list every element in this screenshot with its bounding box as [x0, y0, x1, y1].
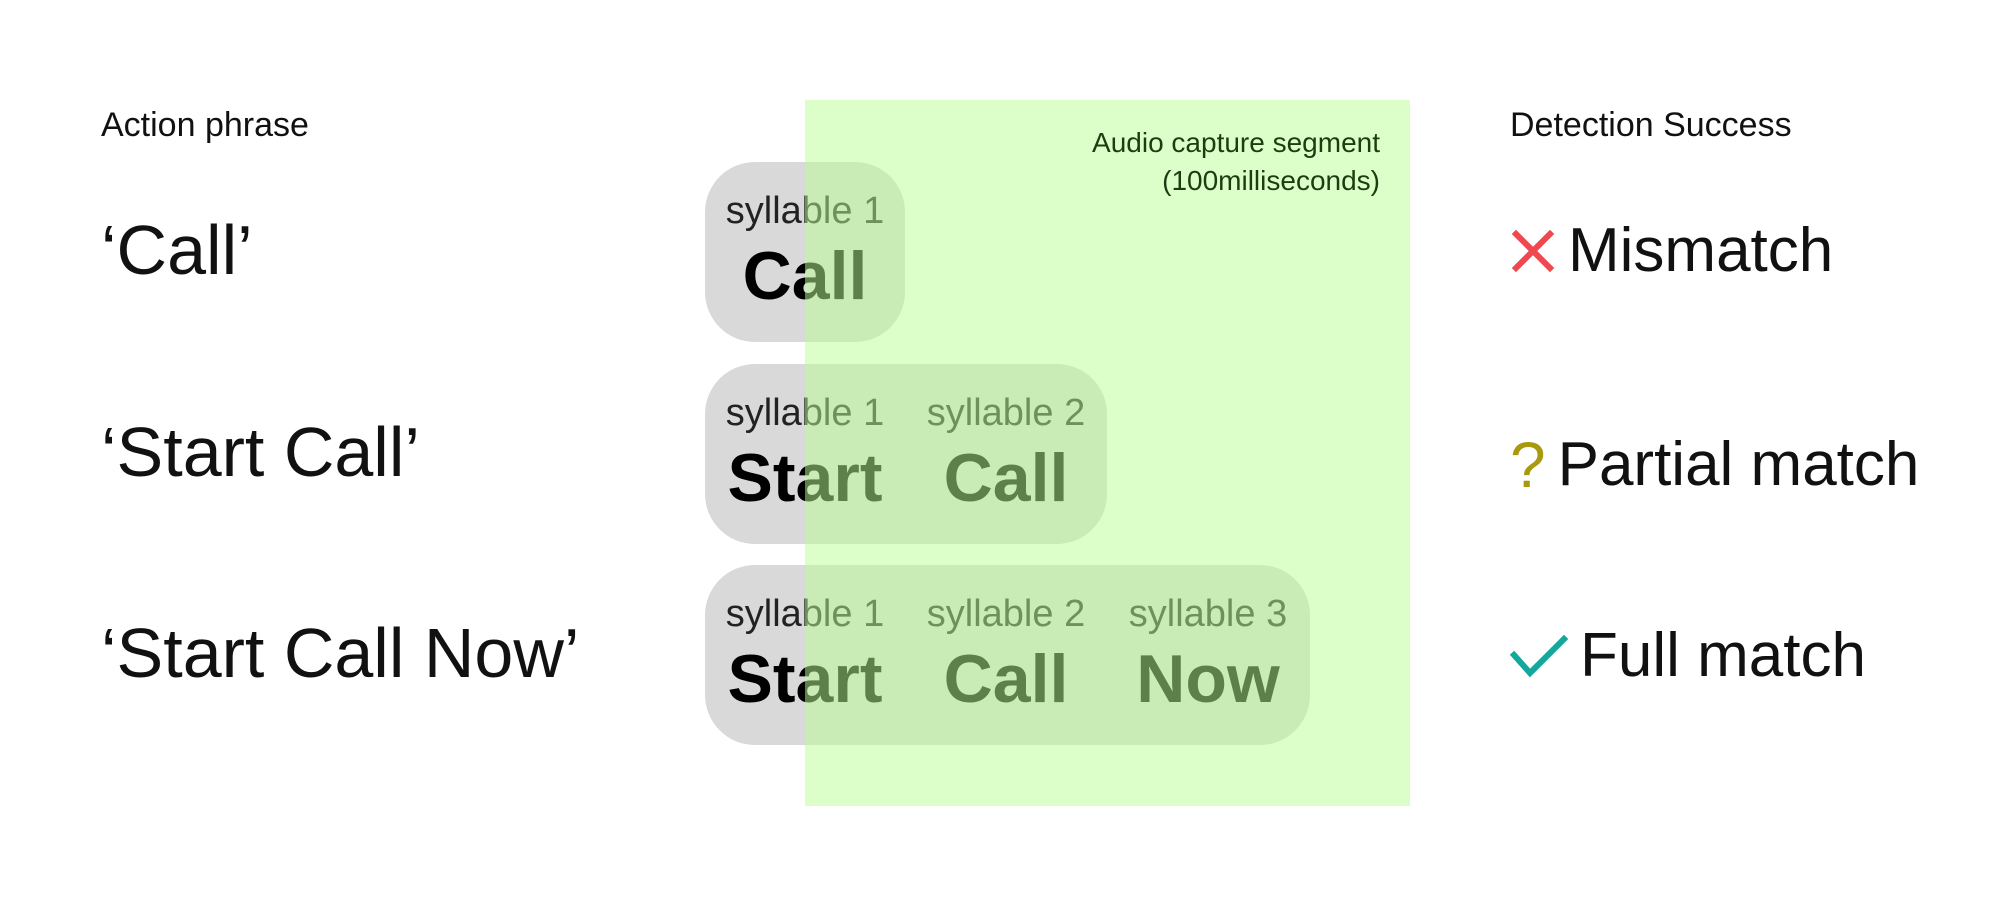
detection-success-header: Detection Success: [1510, 106, 1792, 144]
capture-segment-label: Audio capture segment (100milliseconds): [1092, 124, 1380, 200]
check-icon: [1510, 634, 1568, 678]
result-label: Partial match: [1557, 430, 1920, 499]
capture-segment-duration: (100milliseconds): [1162, 164, 1380, 196]
result-label: Full match: [1580, 621, 1866, 690]
cross-icon: [1511, 229, 1555, 273]
result-partial-match: ? Partial match: [1510, 433, 1919, 497]
capture-segment-title: Audio capture segment: [1092, 127, 1380, 158]
phrase-start-call: ‘Start Call’: [101, 413, 420, 491]
phrase-call: ‘Call’: [101, 211, 253, 289]
result-mismatch: Mismatch: [1510, 220, 1833, 282]
result-full-match: Full match: [1510, 625, 1866, 687]
action-phrase-header: Action phrase: [101, 106, 309, 144]
result-label: Mismatch: [1568, 216, 1834, 285]
question-icon: ?: [1510, 429, 1546, 501]
phrase-start-call-now: ‘Start Call Now’: [101, 614, 580, 692]
audio-capture-segment: Audio capture segment (100milliseconds): [805, 100, 1410, 806]
